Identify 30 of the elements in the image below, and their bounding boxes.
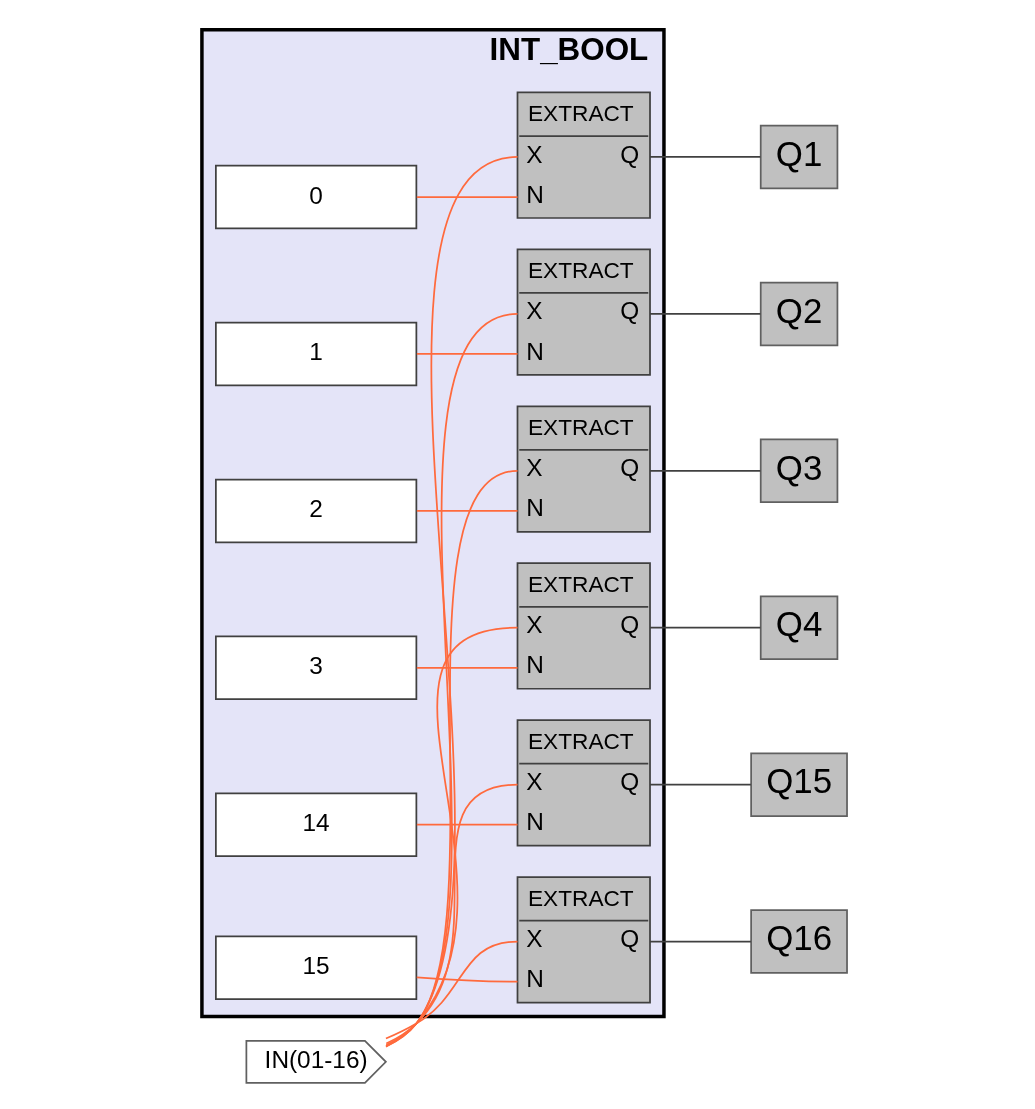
node-box: 1 <box>215 321 418 387</box>
connector <box>649 940 752 943</box>
connector <box>415 976 519 983</box>
connector <box>416 196 519 198</box>
connector <box>385 156 519 1048</box>
node-box: Q1 <box>759 124 839 190</box>
node-box: Q3 <box>759 438 839 504</box>
node-box: Q16 <box>750 909 848 974</box>
connector <box>385 783 519 1045</box>
connector <box>416 510 519 512</box>
node-box: Q15 <box>750 752 848 817</box>
node-box: 0 <box>215 164 418 230</box>
connector <box>649 626 762 629</box>
connector <box>416 666 519 669</box>
connector <box>649 783 752 786</box>
node-box: Q4 <box>759 595 839 660</box>
connector <box>416 823 519 826</box>
node-box: 15 <box>215 935 418 1000</box>
connector <box>416 353 519 355</box>
connector <box>385 626 519 1046</box>
connector <box>649 469 762 472</box>
connector <box>385 940 519 1040</box>
node-box: 3 <box>215 635 418 701</box>
connector <box>385 313 519 1048</box>
connector <box>385 469 519 1047</box>
connector <box>649 313 762 315</box>
node-box: Q2 <box>759 281 839 347</box>
node-box: 14 <box>215 792 418 857</box>
node-box: 2 <box>215 478 418 544</box>
connector <box>649 156 762 158</box>
